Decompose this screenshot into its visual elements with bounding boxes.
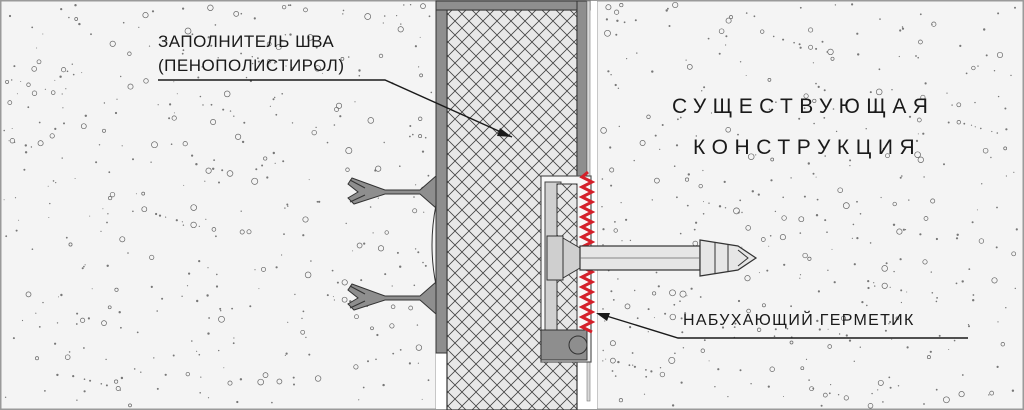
label-swelling-sealant: НАБУХАЮЩИЙ ГЕРМЕТИК — [683, 312, 915, 329]
leader-line-filler — [158, 79, 513, 138]
leader-arrow-sealant — [596, 313, 610, 321]
anchor-bolt — [546, 235, 758, 281]
leader-line-sealant — [599, 313, 968, 339]
label-existing-structure-line2: КОНСТРУКЦИЯ — [693, 136, 922, 159]
label-joint-filler-line1: ЗАПОЛНИТЕЛЬ ШВА — [158, 32, 335, 51]
leader-arrow-filler — [497, 128, 512, 137]
anchor-rib-upper — [347, 174, 437, 210]
label-existing-structure-line1: СУЩЕСТВУЮЩАЯ — [672, 95, 935, 118]
anchor-rib-lower — [347, 280, 437, 316]
left-concrete-slab — [0, 0, 437, 410]
label-joint-filler-line2: (ПЕНОПОЛИСТИРОЛ) — [158, 56, 345, 75]
waterstop-right-wall — [576, 0, 588, 177]
waterstop-left-flange — [435, 0, 448, 354]
bulb-seal — [568, 335, 588, 355]
right-concrete-texture — [600, 1, 1018, 409]
waterstop-top-bar — [435, 0, 591, 11]
flange-notch — [431, 204, 437, 286]
right-concrete-structure — [596, 0, 1024, 410]
